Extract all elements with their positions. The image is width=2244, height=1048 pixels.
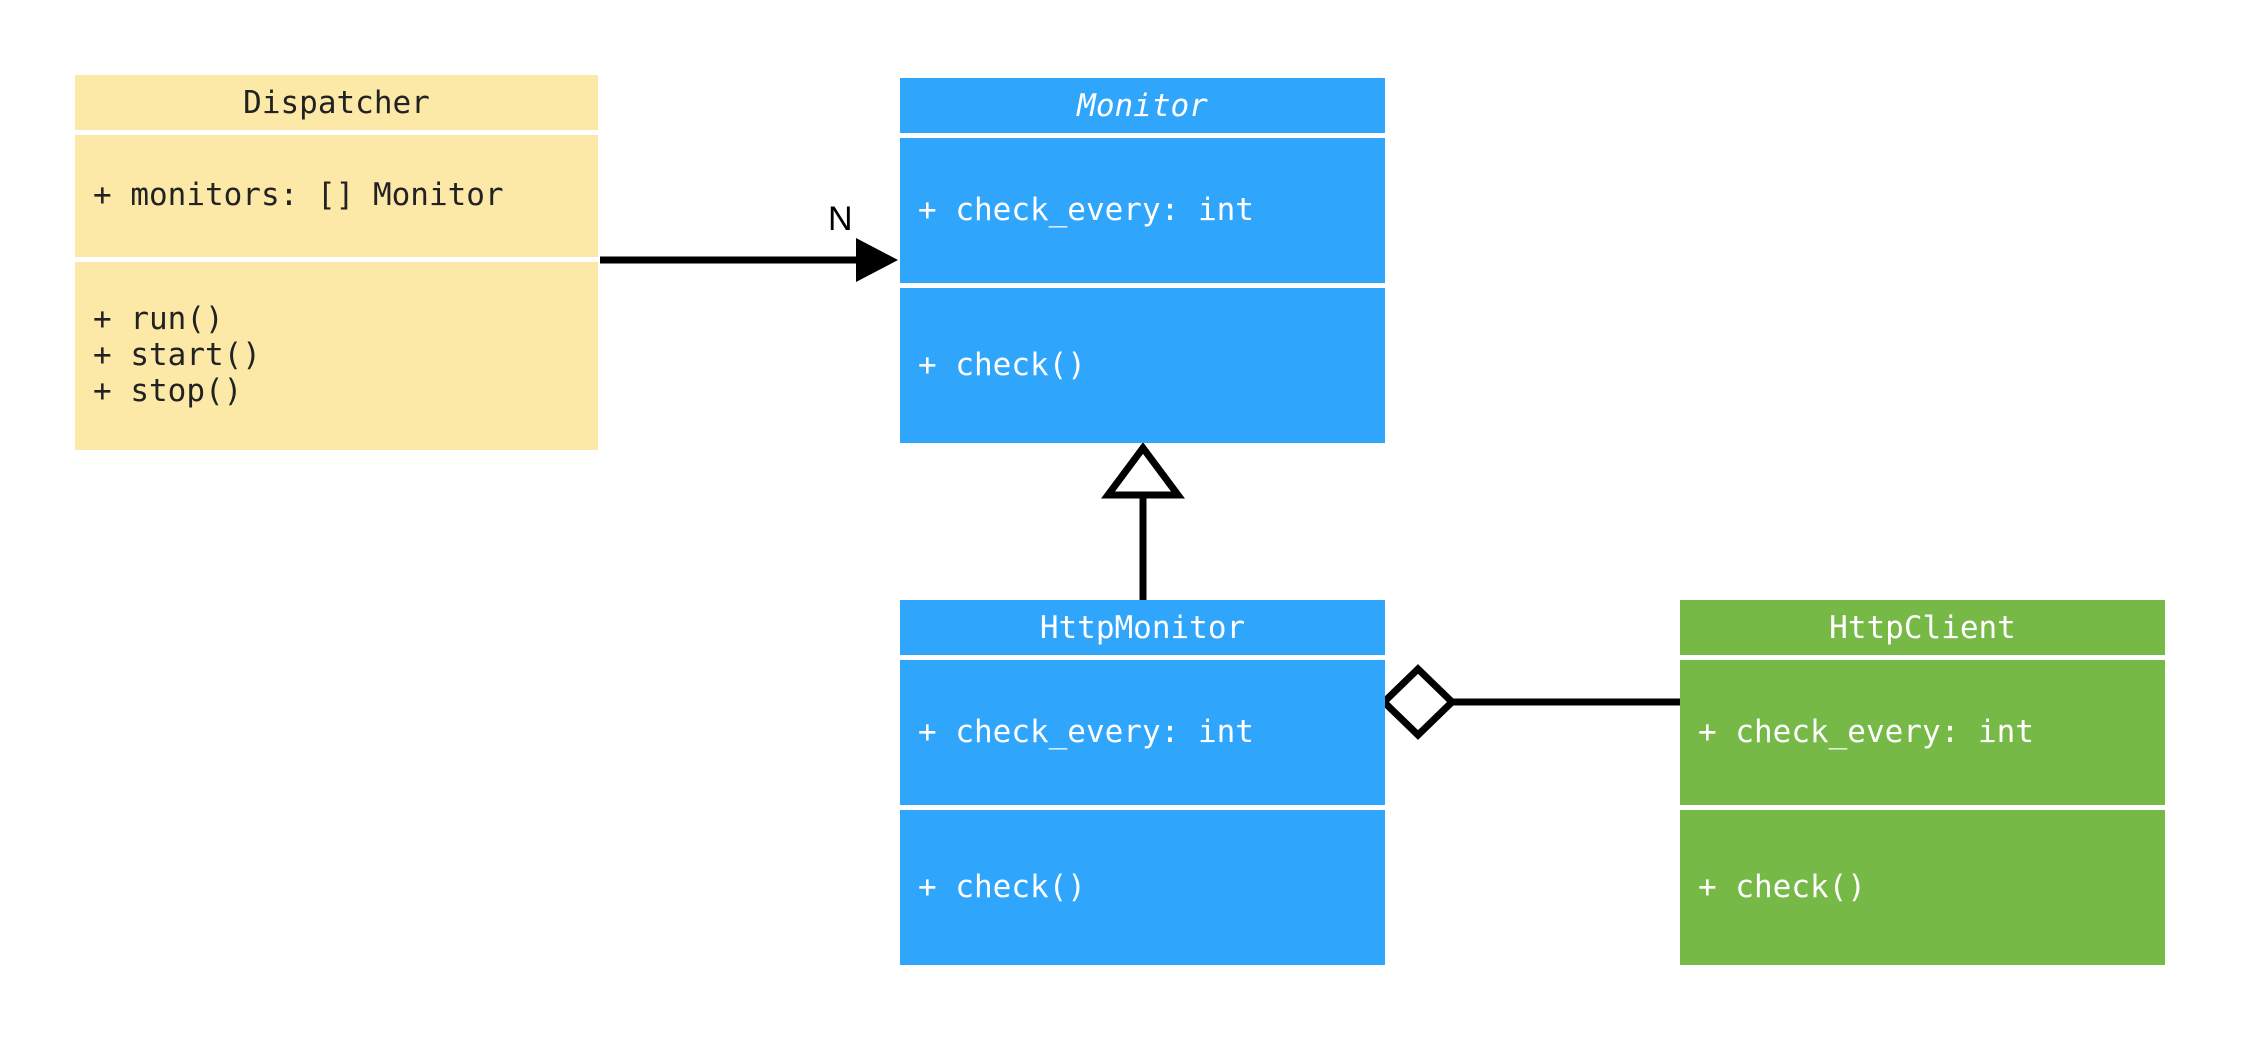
- class-attributes-dispatcher: + monitors: [] Monitor: [75, 135, 598, 257]
- edge-label-multiplicity-n: N: [828, 200, 853, 238]
- class-methods-http-client: + check(): [1680, 810, 2165, 965]
- method-row: + run(): [93, 301, 224, 338]
- class-box-http-client[interactable]: HttpClient + check_every: int + check(): [1680, 600, 2165, 965]
- class-methods-monitor: + check(): [900, 288, 1385, 443]
- class-attributes-http-client: + check_every: int: [1680, 660, 2165, 805]
- attribute-row: + check_every: int: [1698, 713, 2034, 750]
- attribute-row: + check_every: int: [918, 191, 1254, 228]
- class-methods-http-monitor: + check(): [900, 810, 1385, 965]
- method-row: + check(): [1698, 868, 1866, 905]
- class-name-http-monitor: HttpMonitor: [1039, 609, 1246, 646]
- class-methods-dispatcher: + run() + start() + stop(): [75, 262, 598, 450]
- class-header-http-monitor: HttpMonitor: [900, 600, 1385, 655]
- method-row: + check(): [918, 868, 1086, 905]
- class-box-monitor[interactable]: Monitor + check_every: int + check(): [900, 78, 1385, 443]
- attribute-row: + monitors: [] Monitor: [93, 177, 504, 214]
- edge-httpmonitor-to-monitor: [1101, 442, 1185, 600]
- class-header-monitor: Monitor: [900, 78, 1385, 133]
- method-row: + stop(): [93, 372, 243, 409]
- class-header-dispatcher: Dispatcher: [75, 75, 598, 130]
- class-header-http-client: HttpClient: [1680, 600, 2165, 655]
- class-box-http-monitor[interactable]: HttpMonitor + check_every: int + check(): [900, 600, 1385, 965]
- attribute-row: + check_every: int: [918, 713, 1254, 750]
- class-attributes-monitor: + check_every: int: [900, 138, 1385, 283]
- class-attributes-http-monitor: + check_every: int: [900, 660, 1385, 805]
- edge-dispatcher-to-monitor: [600, 238, 898, 282]
- edge-httpmonitor-to-httpclient: [1378, 664, 1680, 740]
- method-row: + start(): [93, 337, 261, 374]
- class-name-monitor: Monitor: [1077, 87, 1208, 124]
- class-name-http-client: HttpClient: [1829, 609, 2016, 646]
- class-box-dispatcher[interactable]: Dispatcher + monitors: [] Monitor + run(…: [75, 75, 598, 450]
- method-row: + check(): [918, 346, 1086, 383]
- class-name-dispatcher: Dispatcher: [243, 84, 430, 121]
